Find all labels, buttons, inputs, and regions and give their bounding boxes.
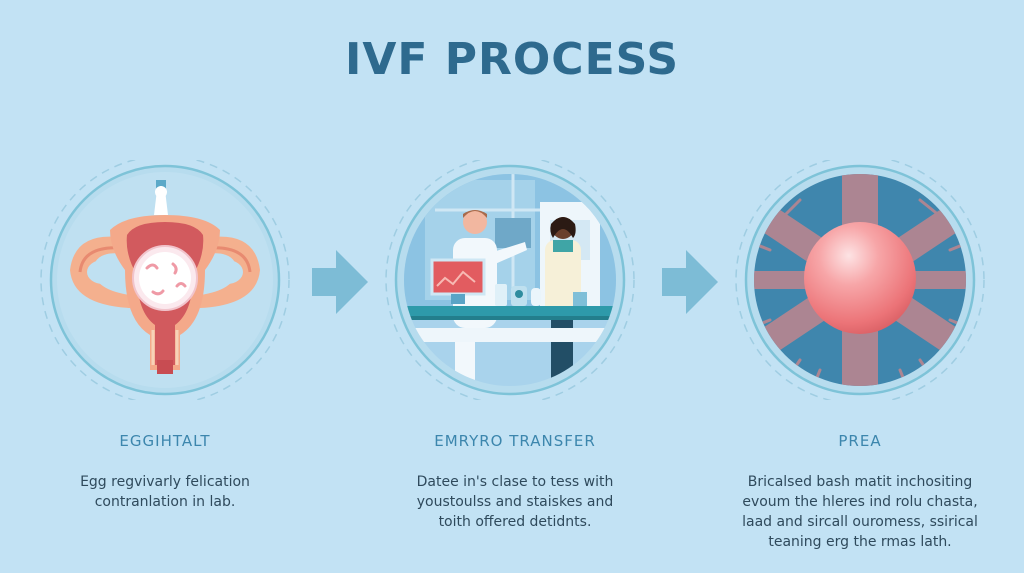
- embryo-sphere-illustration: [730, 160, 990, 400]
- description-line: contranlation in lab.: [94, 494, 236, 510]
- arrow-right-icon: [310, 250, 370, 314]
- uterus-illustration: [35, 160, 295, 400]
- arrow-right-icon: [660, 250, 720, 314]
- step-title: EMRYRO TRANSFER: [434, 432, 596, 450]
- description-line: Bricalsed bash matit inchositing: [747, 474, 973, 490]
- description-line: laad and sircall ouromess, ssirical: [742, 514, 978, 530]
- description-line: youstoulss and staiskes and: [416, 494, 614, 510]
- step-title: EGGIHTALT: [119, 432, 211, 450]
- step-title: PREA: [838, 432, 882, 450]
- step-description: Egg regvivarly felication contranlation …: [15, 472, 315, 512]
- step-description: Datee in's clase to tess with youstoulss…: [365, 472, 665, 532]
- description-line: Datee in's clase to tess with: [416, 474, 614, 490]
- lab-scientists-illustration: [385, 160, 645, 400]
- description-line: Egg regvivarly felication: [80, 474, 250, 490]
- description-line: toith offered detidnts.: [438, 514, 592, 530]
- description-line: evoum the hleres ind rolu chasta,: [742, 494, 978, 510]
- description-line: teaning erg the rmas lath.: [768, 534, 952, 550]
- page-title: IVF PROCESS: [344, 34, 680, 85]
- step-description: Bricalsed bash matit inchositing evoum t…: [710, 472, 1010, 552]
